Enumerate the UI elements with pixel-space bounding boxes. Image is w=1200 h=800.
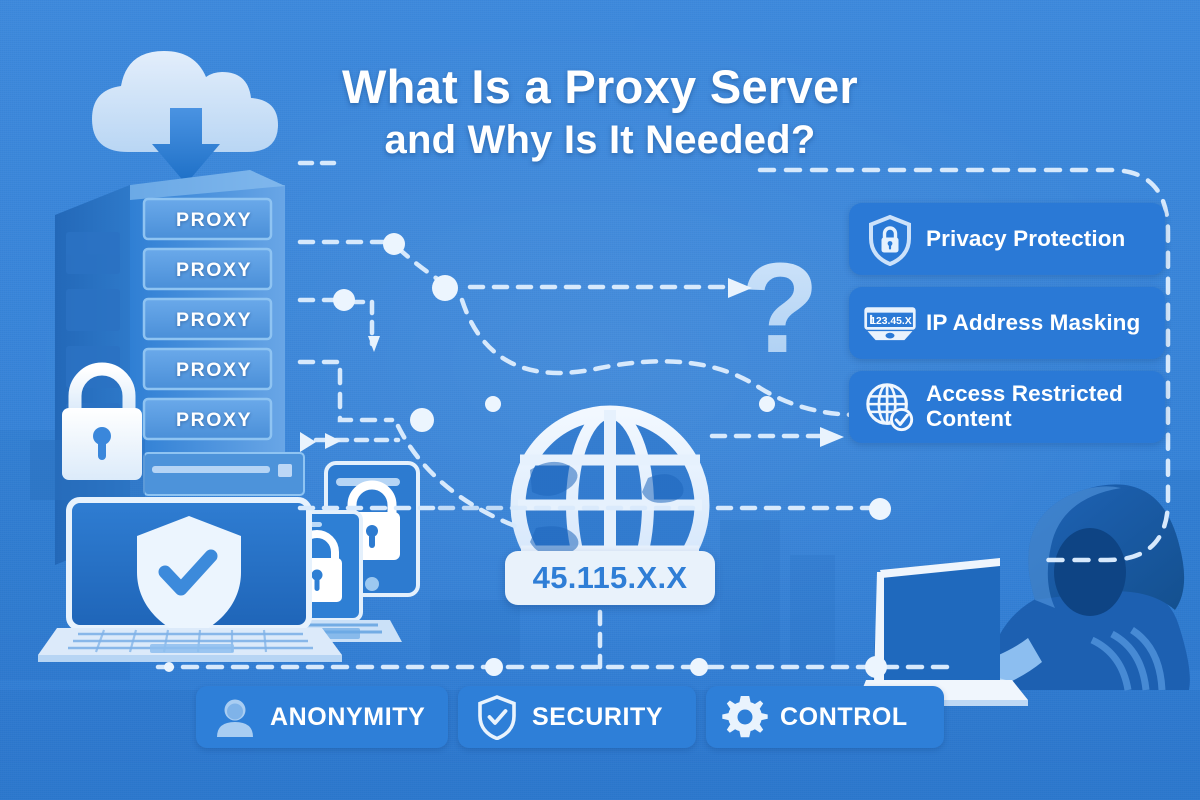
bottom-pill-security[interactable]: SECURITY: [458, 686, 696, 748]
connector-arrowheads: [300, 278, 844, 452]
monitor-ip-text: 123.45.X: [870, 316, 912, 327]
title-line-2: and Why Is It Needed?: [384, 118, 816, 163]
benefit-card-list: Privacy Protection 123.45.X IP Address M…: [849, 203, 1165, 455]
proxy-slot-label-1: PROXY: [176, 209, 253, 231]
benefit-card-label-access-line2: Content: [926, 406, 1012, 431]
page-title: What Is a Proxy Server and Why Is It Nee…: [300, 60, 900, 163]
proxy-slot-label-5: PROXY: [176, 409, 253, 431]
question-mark-icon: ?: [741, 237, 819, 380]
gear-icon: [722, 694, 768, 740]
shield-check-icon-laptop: [137, 516, 241, 638]
proxy-slot-label-3: PROXY: [176, 309, 253, 331]
ip-address-text: 45.115.X.X: [532, 560, 688, 595]
benefit-card-ip-address-masking[interactable]: 123.45.X IP Address Masking: [849, 287, 1165, 359]
connector-nodes: [164, 233, 891, 678]
ip-address-badge: 45.115.X.X: [505, 551, 715, 605]
proxy-slot-label-2: PROXY: [176, 259, 253, 281]
laptop-with-shield: [38, 497, 342, 662]
shield-lock-icon: [863, 212, 917, 266]
benefit-card-label-ip: IP Address Masking: [926, 309, 1141, 335]
proxy-slots: [142, 197, 273, 441]
bottom-pill-control[interactable]: CONTROL: [706, 686, 944, 748]
bottom-pill-anonymity[interactable]: ANONYMITY: [196, 686, 448, 748]
globe-check-icon: [863, 380, 917, 434]
benefit-card-privacy-protection[interactable]: Privacy Protection: [849, 203, 1165, 275]
benefit-card-label-access: Access Restricted Content: [926, 381, 1123, 432]
bottom-pill-label-anonymity: ANONYMITY: [270, 702, 426, 731]
svg-text:?: ?: [741, 237, 819, 380]
person-icon: [212, 694, 258, 740]
bottom-pill-label-security: SECURITY: [532, 702, 664, 731]
title-line-1: What Is a Proxy Server: [341, 60, 858, 113]
padlock-icon-rack: [62, 362, 142, 480]
benefit-card-label-access-line1: Access Restricted: [926, 381, 1123, 407]
shield-check-icon: [474, 694, 520, 740]
bottom-pill-label-control: CONTROL: [780, 702, 908, 731]
proxy-slot-label-4: PROXY: [176, 359, 253, 381]
cloud-download-icon: [92, 51, 278, 184]
hooded-figure-with-laptop: [858, 484, 1190, 706]
monitor-ip-icon: 123.45.X: [863, 296, 917, 350]
benefit-card-access-restricted-content[interactable]: Access Restricted Content: [849, 371, 1165, 443]
benefit-card-label-privacy: Privacy Protection: [926, 225, 1126, 251]
